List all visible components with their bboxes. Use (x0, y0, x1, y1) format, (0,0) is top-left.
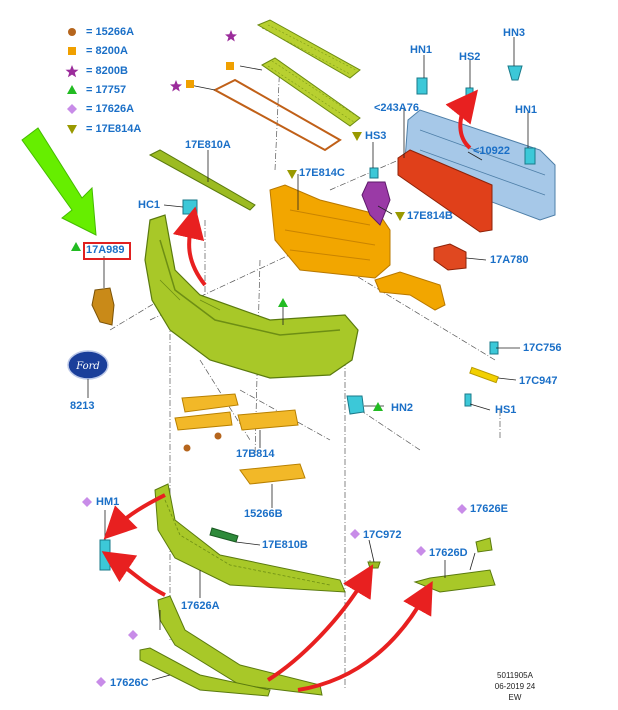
label-17e814c: 17E814C (299, 167, 345, 179)
legend-square-icon (68, 47, 76, 55)
upper-grille-lower (261, 57, 361, 127)
green-pointer-arrow (21, 127, 97, 236)
label-hs2: HS2 (459, 51, 481, 63)
legend-row-17626a: = 17626A (66, 102, 134, 116)
bumper-absorber (269, 184, 391, 279)
upper-trim-strip (148, 149, 256, 211)
legend-label: = 15266A (86, 26, 135, 38)
label-hn1-right: HN1 (515, 104, 538, 116)
label-17e810a: 17E810A (185, 139, 231, 151)
legend-label: = 8200B (86, 65, 128, 77)
label-17626d: 17626D (429, 547, 468, 559)
label-10922: <10922 (473, 145, 511, 157)
legend-label: = 17757 (86, 84, 127, 96)
side-bracket-right (374, 271, 446, 311)
legend-symbols (65, 28, 79, 134)
footer-initials: EW (508, 693, 522, 702)
label-243a76: <243A76 (374, 102, 419, 114)
label-17626c: 17626C (110, 677, 149, 689)
upper-grille-top (256, 19, 361, 79)
bracket-17c947 (469, 366, 499, 384)
legend-row-17757: = 17757 (66, 83, 126, 97)
label-markers (71, 30, 467, 687)
label-17626a: 17626A (181, 600, 220, 612)
legend-triangle-down-icon (67, 125, 77, 134)
footer-date: 06-2019 24 (494, 682, 536, 691)
drawing-footer: 5011905A 06-2019 24 EW (480, 670, 550, 703)
label-hs3: HS3 (365, 130, 387, 142)
side-bracket-17a780 (433, 243, 467, 271)
fog-lamp-bezels (174, 393, 306, 485)
legend-star-icon (65, 65, 79, 78)
label-hm1: HM1 (96, 496, 120, 508)
label-hn1-top: HN1 (410, 44, 433, 56)
legend-circle-icon (68, 28, 76, 36)
ford-emblem: Ford (67, 350, 109, 380)
energy-absorber (397, 149, 493, 233)
label-hn3: HN3 (503, 27, 526, 39)
label-17e814b: 17E814B (407, 210, 453, 222)
label-17a989: 17A989 (86, 244, 125, 256)
ford-emblem-text: Ford (75, 361, 100, 372)
legend-triangle-icon (67, 85, 77, 94)
trim-17626d (413, 569, 496, 593)
label-hn2: HN2 (391, 402, 414, 414)
label-17c972: 17C972 (363, 529, 402, 541)
grille-trim-ring (212, 78, 342, 152)
legend-label: = 17E814A (86, 123, 142, 135)
clip-17c972 (367, 561, 381, 569)
label-17626e: 17626E (470, 503, 508, 515)
label-17c756: 17C756 (523, 342, 562, 354)
lower-grille (154, 483, 346, 593)
lower-lip-spoiler (139, 595, 323, 697)
label-8213: 8213 (70, 400, 95, 412)
label-17e810b: 17E810B (262, 539, 308, 551)
absorber-bracket (361, 181, 391, 226)
label-hs1: HS1 (495, 404, 517, 416)
label-17c947: 17C947 (519, 375, 558, 387)
legend-row-17e814a: = 17E814A (66, 122, 141, 136)
legend-label: = 8200A (86, 45, 128, 57)
legend-label: = 17626A (86, 103, 135, 115)
label-hc1: HC1 (138, 199, 161, 211)
legend-row-8200b: = 8200B (66, 64, 128, 78)
footer-code: 5011905A (497, 671, 533, 680)
legend-row-8200a: = 8200A (66, 44, 128, 58)
red-arrows (101, 89, 478, 692)
label-15266b: 15266B (244, 508, 283, 520)
label-17b814: 17B814 (236, 448, 275, 460)
side-reflector (91, 287, 115, 326)
trim-17626e (475, 537, 493, 553)
lower-grille-trim (209, 527, 239, 543)
legend-row-15266a: = 15266A (66, 25, 134, 39)
highlight-box (83, 242, 131, 260)
label-17a780: 17A780 (490, 254, 529, 266)
legend-diamond-icon (67, 104, 77, 114)
bumper-cover (144, 214, 359, 379)
